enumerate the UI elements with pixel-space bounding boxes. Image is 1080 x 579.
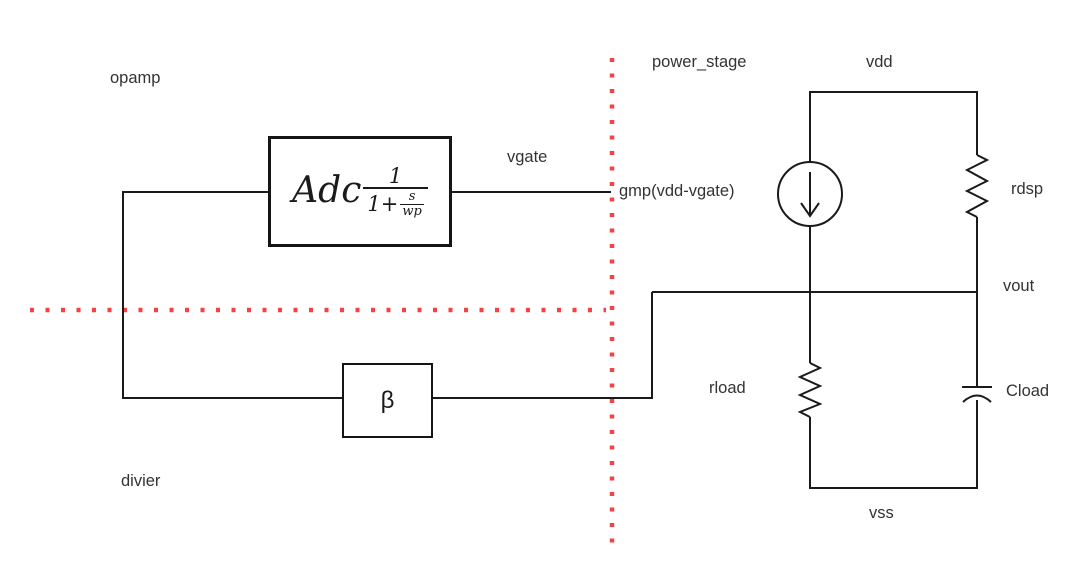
inner-fraction-numerator: s [408, 188, 416, 204]
beta-symbol: β [380, 386, 395, 414]
rload-label: rload [709, 379, 746, 397]
opamp-transfer-function-block: Adc 1 1+ s wp [268, 136, 452, 247]
current-source-symbol [777, 161, 843, 227]
fraction-denominator: 1+ s wp [363, 186, 428, 219]
current-source-arrow-head [800, 202, 820, 218]
opamp-transfer-function-formula: Adc 1 1+ s wp [292, 165, 428, 218]
opamp-region-label: opamp [110, 69, 161, 87]
opamp-pole-fraction: 1 1+ s wp [363, 163, 428, 219]
opamp-gain-term: Adc [292, 170, 362, 212]
inner-fraction-denominator: wp [400, 203, 424, 219]
denominator-prefix: 1+ [367, 191, 399, 216]
vout-net-label: vout [1003, 277, 1035, 295]
cload-label: Cload [1006, 382, 1050, 400]
vss-net-label: vss [869, 504, 894, 522]
current-source-label: gmp(vdd-vgate) [619, 182, 735, 200]
vdd-net-label: vdd [866, 53, 893, 71]
vdd-rail-wire [809, 91, 978, 162]
power-stage-region-label: power_stage [652, 53, 747, 71]
feedback-divider-block: β [342, 363, 433, 438]
rdsp-resistor-symbol [964, 154, 990, 218]
cload-capacitor-plate-bottom [962, 394, 992, 403]
pole-frequency-fraction: s wp [400, 188, 424, 219]
rdsp-label: rdsp [1011, 180, 1044, 198]
divider-region-label: divier [121, 472, 161, 490]
vss-rail-wire [809, 400, 978, 489]
beta-output-wire [433, 292, 653, 399]
vgate-net-label: vgate [507, 148, 548, 166]
rload-resistor-symbol [797, 362, 823, 418]
fraction-numerator: 1 [388, 163, 403, 188]
feedback-input-wire [122, 191, 342, 399]
